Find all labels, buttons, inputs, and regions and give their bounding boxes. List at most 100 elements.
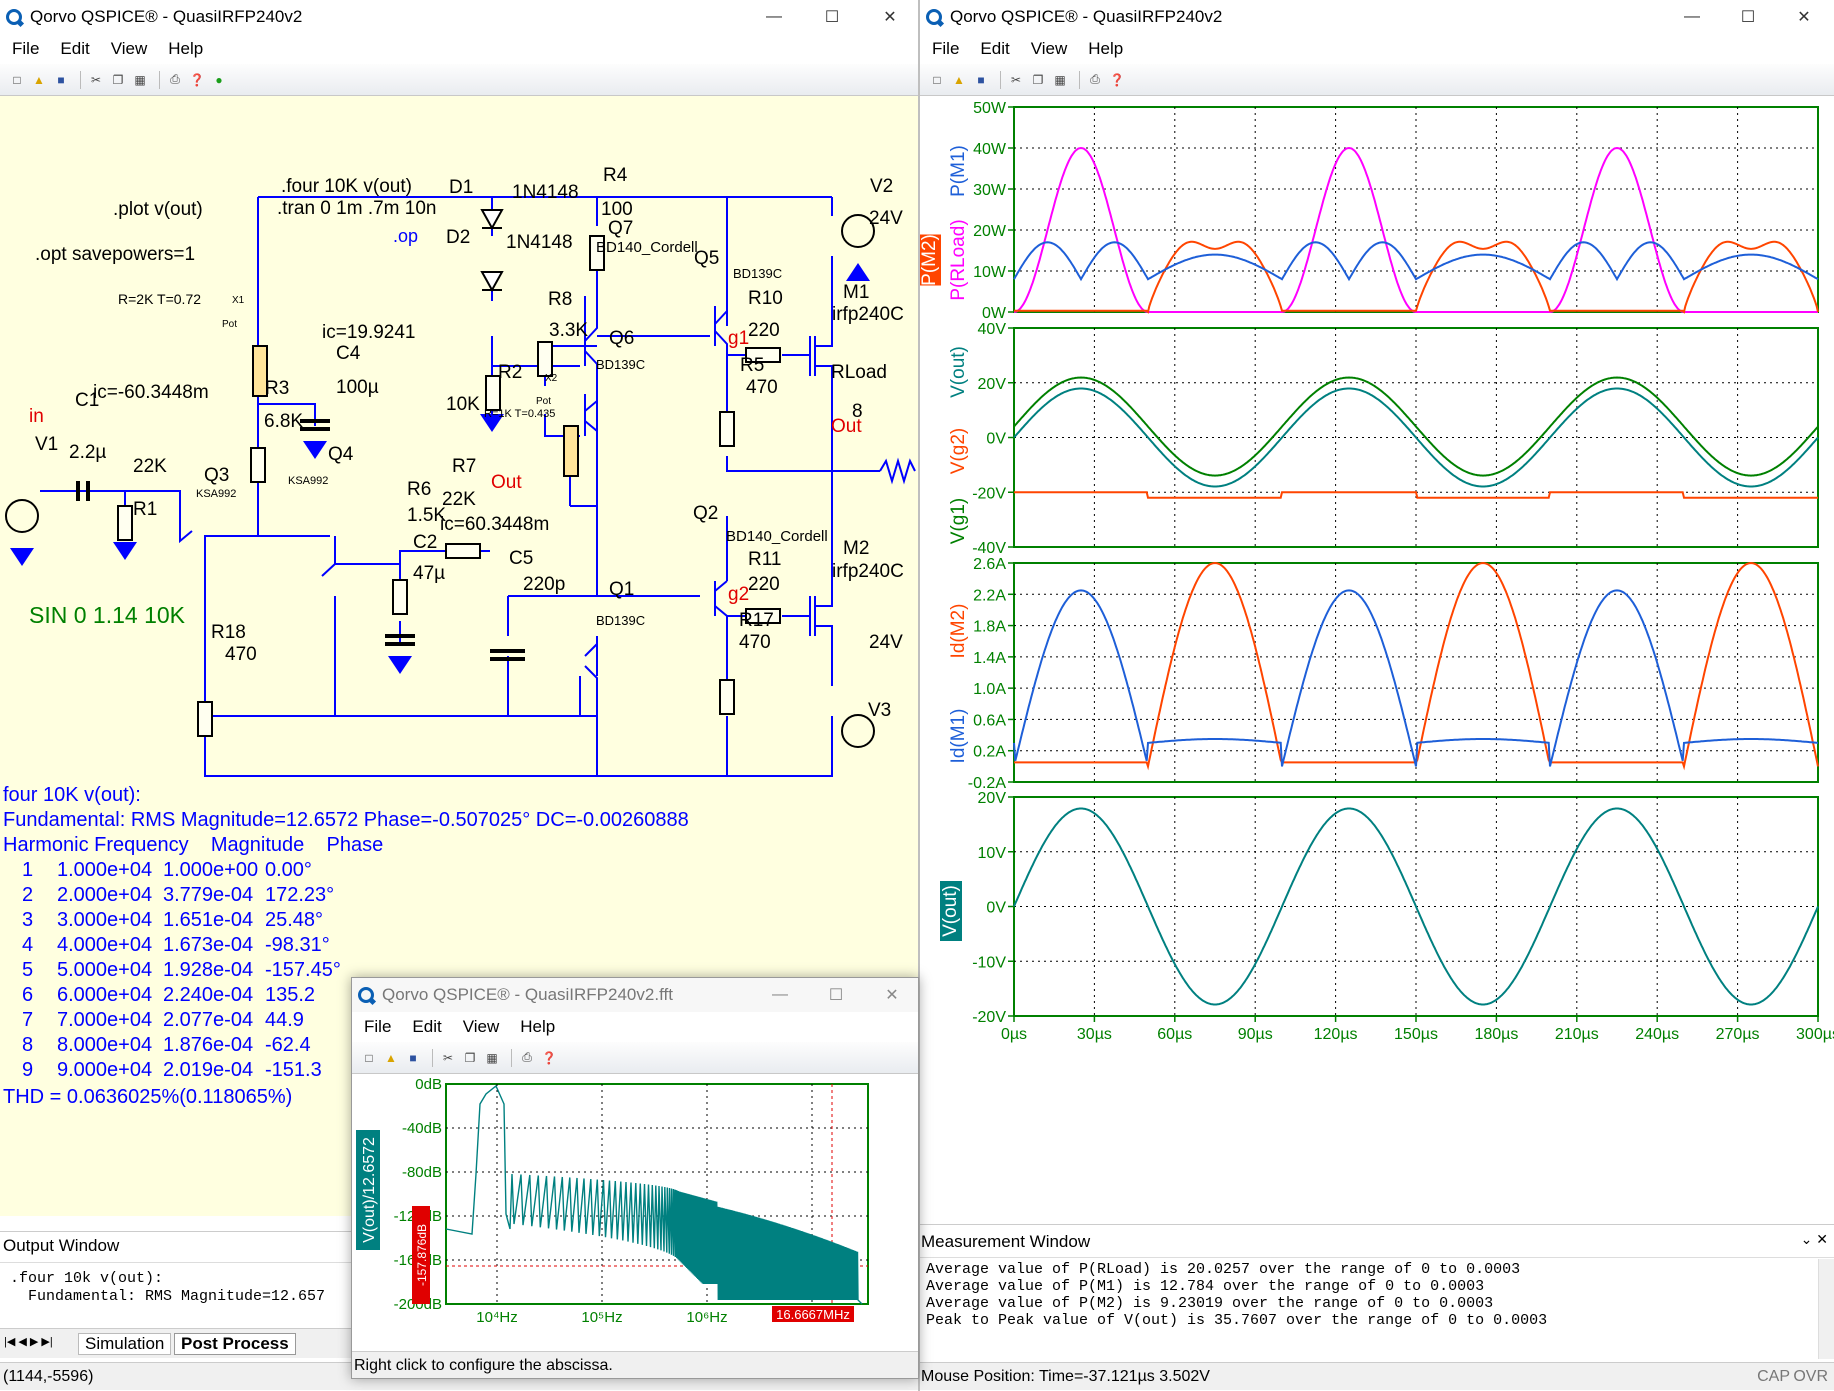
trace-label[interactable]: Id(M1): [948, 709, 969, 764]
v3-source[interactable]: [841, 714, 875, 748]
fourier-cell-m: 1.928e-04: [163, 959, 254, 981]
menu-view[interactable]: View: [110, 39, 148, 58]
g2-net-label: g2: [728, 584, 750, 605]
print-icon[interactable]: ⎙: [1090, 72, 1100, 86]
tab-simulation[interactable]: Simulation: [78, 1333, 172, 1355]
fft-plot-area[interactable]: 0dB-40dB-80dB-120dB-160dB-200dB10⁴Hz10⁵H…: [352, 1074, 919, 1354]
four-directive[interactable]: .four 10K v(out): [281, 176, 412, 197]
fft-ylabel[interactable]: V(out)/12.6572: [356, 1130, 380, 1250]
menu-view[interactable]: View: [462, 1017, 500, 1036]
minimize-button[interactable]: —: [766, 8, 782, 25]
r6-body[interactable]: [392, 579, 408, 615]
d1-diode[interactable]: [480, 209, 504, 231]
x1-pot-body[interactable]: [252, 345, 268, 397]
paste-icon[interactable]: ▦: [1054, 72, 1066, 87]
r17-body[interactable]: [719, 679, 735, 715]
cut-icon[interactable]: ✂: [90, 72, 102, 87]
save-icon[interactable]: ■: [977, 72, 985, 87]
r7-body[interactable]: [445, 543, 481, 559]
minimize-button[interactable]: —: [772, 986, 788, 1003]
open-folder-icon[interactable]: ▲: [385, 1050, 397, 1065]
fourier-cell-f: 9.000e+04: [57, 1059, 153, 1081]
close-button[interactable]: ✕: [885, 987, 899, 1004]
sin-source-spec[interactable]: SIN 0 1.14 10K: [29, 602, 185, 628]
close-button[interactable]: ✕: [1797, 9, 1811, 26]
open-folder-icon[interactable]: ▲: [33, 72, 45, 87]
save-icon[interactable]: ■: [57, 72, 65, 87]
maximize-button[interactable]: ☐: [824, 9, 840, 26]
trace-label[interactable]: V(g1): [948, 498, 969, 544]
paste-icon[interactable]: ▦: [134, 72, 146, 87]
help-icon[interactable]: ❓: [541, 1050, 557, 1065]
save-icon[interactable]: ■: [409, 1050, 417, 1065]
trace-label[interactable]: V(out): [948, 346, 969, 398]
trace-label[interactable]: V(g2): [948, 428, 969, 474]
help-icon[interactable]: ❓: [1109, 72, 1125, 87]
trace-label[interactable]: P(RLoad): [948, 219, 969, 300]
fourier-cell-f: 3.000e+04: [57, 909, 153, 931]
copy-icon[interactable]: ❐: [112, 72, 124, 87]
cut-icon[interactable]: ✂: [1010, 72, 1022, 87]
help-icon[interactable]: ❓: [189, 72, 205, 87]
fft-cursor-x-readout: 16.6667MHz: [772, 1306, 854, 1322]
trace-label[interactable]: P(M1): [948, 145, 969, 197]
menu-file[interactable]: File: [932, 39, 960, 58]
r18-body[interactable]: [197, 701, 213, 737]
r1-body[interactable]: [117, 505, 133, 541]
menu-help[interactable]: Help: [520, 1017, 556, 1036]
svg-text:P(M1): P(M1): [948, 145, 969, 197]
x-tick-label: 90µs: [1238, 1026, 1273, 1043]
copy-icon[interactable]: ❐: [1032, 72, 1044, 87]
op-directive[interactable]: .op: [393, 226, 419, 246]
r10-body[interactable]: [745, 347, 781, 363]
new-file-icon[interactable]: □: [365, 1050, 373, 1065]
menu-file[interactable]: File: [364, 1017, 392, 1036]
x2-pot-body[interactable]: [563, 425, 579, 477]
r2-body[interactable]: [485, 375, 501, 411]
measurement-scrollbar[interactable]: [1818, 1259, 1834, 1359]
x-tick-label: 270µs: [1716, 1026, 1760, 1043]
maximize-button[interactable]: ☐: [1740, 9, 1756, 26]
tab-post-process[interactable]: Post Process: [174, 1333, 296, 1355]
trace-label[interactable]: Id(M2): [948, 604, 969, 659]
menu-help[interactable]: Help: [1088, 39, 1124, 58]
maximize-button[interactable]: ☐: [828, 987, 844, 1004]
menu-edit[interactable]: Edit: [60, 39, 90, 58]
fourier-columns: Harmonic Frequency Magnitude Phase: [3, 834, 384, 856]
copy-icon[interactable]: ❐: [464, 1050, 476, 1065]
v2-source[interactable]: [841, 214, 875, 248]
fourier-cell-h: 6: [22, 984, 34, 1006]
v1-source[interactable]: [5, 499, 39, 533]
minimize-button[interactable]: —: [1684, 8, 1700, 25]
waveform-plot-area[interactable]: 50W40W30W20W10W0W40V20V0V-20V-40V2.6A2.2…: [920, 96, 1834, 1224]
print-icon[interactable]: ⎙: [170, 72, 180, 86]
tran-directive[interactable]: .tran 0 1m .7m 10n: [277, 198, 437, 219]
r5-body[interactable]: [719, 411, 735, 447]
r4-body[interactable]: [589, 235, 605, 271]
menu-view[interactable]: View: [1030, 39, 1068, 58]
cut-icon[interactable]: ✂: [442, 1050, 454, 1065]
menu-edit[interactable]: Edit: [412, 1017, 442, 1036]
r8-body[interactable]: [537, 341, 553, 377]
close-button[interactable]: ✕: [883, 9, 897, 26]
menu-edit[interactable]: Edit: [980, 39, 1010, 58]
collapse-icon[interactable]: ⌄ ✕: [1800, 1231, 1828, 1247]
open-folder-icon[interactable]: ▲: [953, 72, 965, 87]
tab-nav-arrows-icon[interactable]: |◀ ◀ ▶ ▶|: [4, 1336, 53, 1348]
opt-directive[interactable]: .opt savepowers=1: [35, 244, 196, 265]
trace-id-m1: [1013, 589, 1819, 767]
r3-body[interactable]: [250, 447, 266, 483]
plot-directive[interactable]: .plot v(out): [113, 199, 203, 220]
run-icon[interactable]: ●: [215, 72, 223, 87]
new-file-icon[interactable]: □: [13, 72, 21, 87]
new-file-icon[interactable]: □: [933, 72, 941, 87]
m2-model: irfp240C: [832, 561, 904, 582]
menu-file[interactable]: File: [12, 39, 40, 58]
print-icon[interactable]: ⎙: [522, 1050, 532, 1064]
r11-body[interactable]: [745, 608, 781, 624]
menu-help[interactable]: Help: [168, 39, 204, 58]
trace-label[interactable]: P(M2): [920, 234, 941, 286]
trace-label[interactable]: V(out): [940, 881, 962, 941]
paste-icon[interactable]: ▦: [486, 1050, 498, 1065]
d2-diode[interactable]: [480, 271, 504, 293]
